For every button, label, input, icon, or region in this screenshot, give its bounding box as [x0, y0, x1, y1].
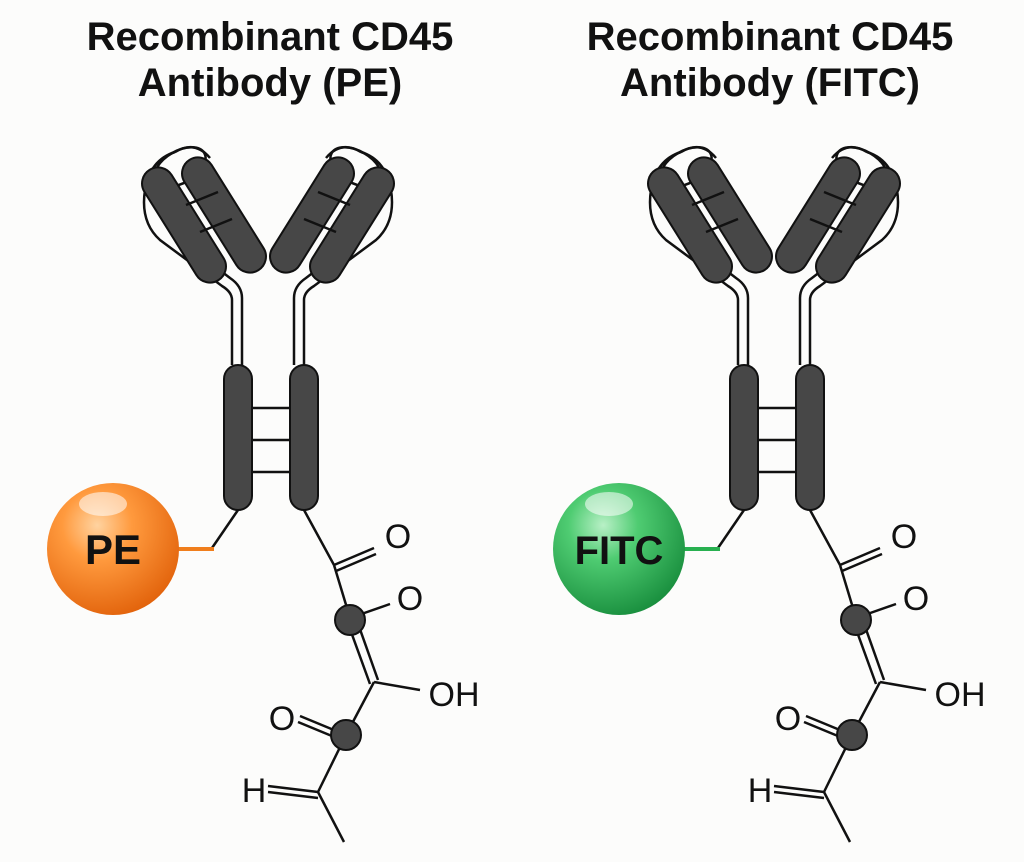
fab-domains	[141, 156, 395, 284]
fitc-fluorophore: FITC	[553, 483, 685, 615]
fab-crossbars	[185, 190, 351, 234]
chem-o-lower: O	[269, 700, 295, 738]
antibody-pe: O O OH O H PE	[47, 145, 480, 843]
carbon-atoms	[330, 604, 366, 751]
antibody-fitc: O O OH O H FITC	[553, 145, 986, 843]
chem-labels: O O OH O H	[748, 518, 986, 810]
fc-domains	[223, 364, 319, 511]
pe-fluorophore: PE	[47, 483, 179, 615]
chem-o-middle: O	[903, 580, 929, 618]
title-pe-line2: Antibody (PE)	[137, 61, 403, 105]
fitc-label: FITC	[575, 529, 664, 573]
fab-domains	[647, 156, 901, 284]
chem-oh: OH	[429, 676, 480, 714]
carbon-atoms	[836, 604, 872, 751]
title-pe-line1: Recombinant CD45	[86, 15, 454, 59]
fab-crossbars	[691, 190, 857, 234]
chem-o-middle: O	[397, 580, 423, 618]
chem-labels: O O OH O H	[242, 518, 480, 810]
title-fitc-line2: Antibody (FITC)	[620, 61, 920, 105]
chem-h: H	[748, 772, 773, 810]
fc-crossbars	[252, 406, 290, 474]
title-pe: Recombinant CD45 Antibody (PE)	[30, 14, 510, 106]
fc-domains	[729, 364, 825, 511]
chem-oh: OH	[935, 676, 986, 714]
pe-label: PE	[85, 526, 141, 573]
chem-o-upper: O	[891, 518, 917, 556]
chem-o-lower: O	[775, 700, 801, 738]
title-fitc-line1: Recombinant CD45	[586, 15, 954, 59]
chem-o-upper: O	[385, 518, 411, 556]
fc-crossbars	[758, 406, 796, 474]
title-fitc: Recombinant CD45 Antibody (FITC)	[530, 14, 1010, 106]
chem-h: H	[242, 772, 267, 810]
